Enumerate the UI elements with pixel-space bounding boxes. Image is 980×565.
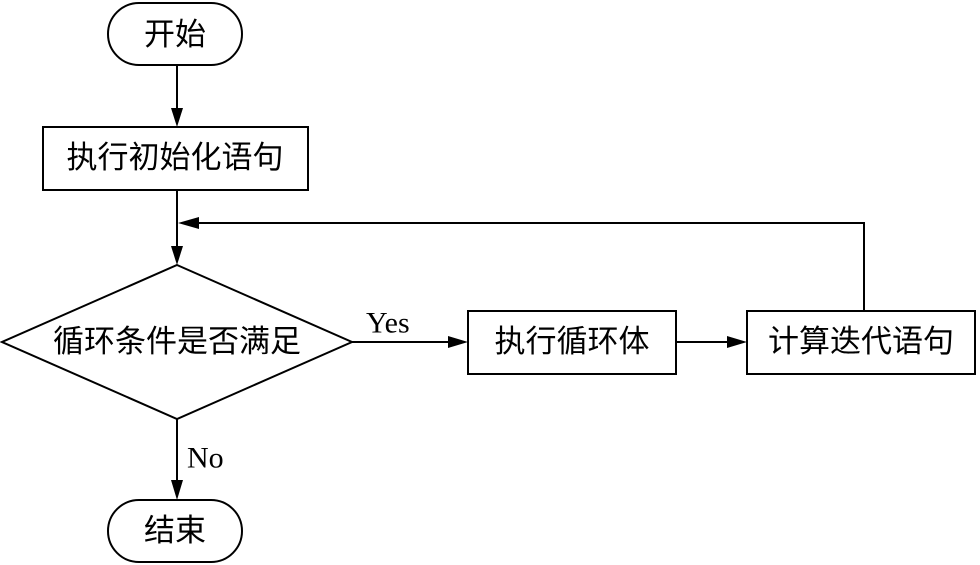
end-node: 结束	[107, 499, 243, 563]
yes-label: Yes	[366, 307, 410, 340]
arrow-loop-back	[178, 217, 865, 311]
condition-node: 循环条件是否满足	[0, 263, 355, 421]
arrow-init-to-condition	[171, 190, 183, 265]
iterate-label: 计算迭代语句	[768, 324, 954, 360]
arrow-no-to-end: No	[171, 419, 224, 500]
init-label: 执行初始化语句	[67, 140, 284, 176]
start-node: 开始	[107, 2, 243, 66]
loop-body-node: 执行循环体	[467, 310, 677, 375]
iterate-node: 计算迭代语句	[746, 310, 976, 375]
no-label: No	[187, 442, 224, 475]
loop-body-label: 执行循环体	[495, 324, 650, 360]
condition-label: 循环条件是否满足	[53, 324, 301, 360]
arrow-start-to-init	[171, 65, 183, 127]
arrow-yes-to-body: Yes	[352, 307, 468, 348]
end-label: 结束	[144, 513, 206, 549]
arrow-body-to-iterate	[676, 336, 747, 348]
init-node: 执行初始化语句	[42, 126, 309, 191]
start-label: 开始	[144, 17, 206, 53]
